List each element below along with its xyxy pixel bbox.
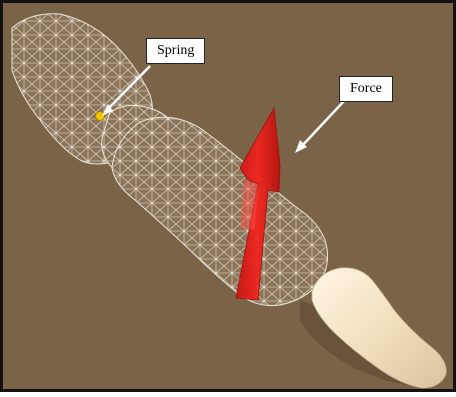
force-label: Force bbox=[339, 76, 393, 102]
spring-label: Spring bbox=[146, 38, 205, 64]
spring-marker bbox=[96, 112, 105, 121]
